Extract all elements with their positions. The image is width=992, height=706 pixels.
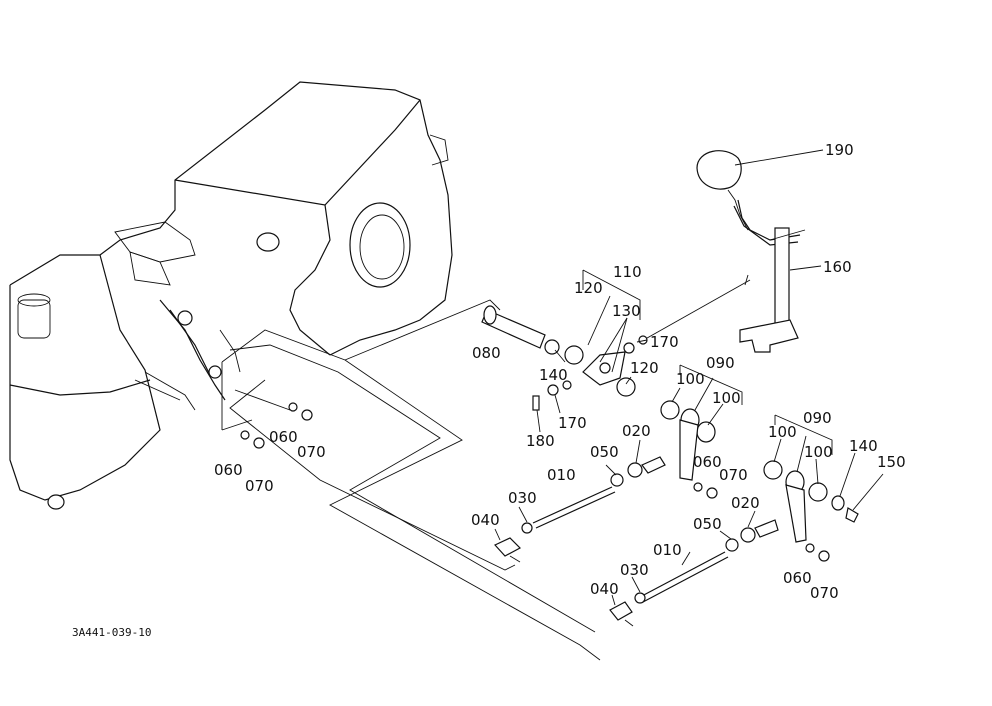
callout-100-c: 100 (768, 423, 797, 441)
callout-100-a: 100 (676, 370, 705, 388)
callout-020-upper: 020 (622, 422, 651, 440)
rod-assemblies (240, 402, 830, 627)
callout-170-upper: 170 (650, 333, 679, 351)
callout-180: 180 (526, 432, 555, 450)
transmission-housing (9, 81, 453, 510)
callout-140-upper: 140 (539, 366, 568, 384)
callout-060-left-upper: 060 (269, 428, 298, 446)
callout-040-upper: 040 (471, 511, 500, 529)
callout-labels: 190 160 110 120 130 080 170 140 120 090 … (72, 141, 906, 639)
callout-130: 130 (612, 302, 641, 320)
callout-070-mid: 070 (719, 466, 748, 484)
callout-140-lower: 140 (849, 437, 878, 455)
callout-170-lower: 170 (558, 414, 587, 432)
callout-050-upper: 050 (590, 443, 619, 461)
callout-060-mid: 060 (693, 453, 722, 471)
callout-080: 080 (472, 344, 501, 362)
callout-050-lower: 050 (693, 515, 722, 533)
callout-100-b: 100 (712, 389, 741, 407)
callout-010-upper: 010 (547, 466, 576, 484)
callout-110: 110 (613, 263, 642, 281)
callout-020-lower: 020 (731, 494, 760, 512)
callout-040-lower: 040 (590, 580, 619, 598)
shift-lever-assembly (696, 150, 806, 353)
callout-070-left-lower: 070 (245, 477, 274, 495)
callout-010-lower: 010 (653, 541, 682, 559)
callout-090-lower: 090 (803, 409, 832, 427)
callout-090-upper: 090 (706, 354, 735, 372)
cross-shaft-parts (481, 269, 859, 543)
figure-code: 3A441-039-10 (72, 626, 151, 639)
callout-070-right: 070 (810, 584, 839, 602)
callout-150: 150 (877, 453, 906, 471)
reference-path-lines (221, 279, 751, 661)
callout-070-left-upper: 070 (297, 443, 326, 461)
callout-060-right: 060 (783, 569, 812, 587)
callout-100-d: 100 (804, 443, 833, 461)
callout-060-left-lower: 060 (214, 461, 243, 479)
callout-190: 190 (825, 141, 854, 159)
callout-120-upper: 120 (574, 279, 603, 297)
callout-030-lower: 030 (620, 561, 649, 579)
leader-lines (494, 149, 884, 606)
callout-030-upper: 030 (508, 489, 537, 507)
callout-120-lower: 120 (630, 359, 659, 377)
callout-160: 160 (823, 258, 852, 276)
